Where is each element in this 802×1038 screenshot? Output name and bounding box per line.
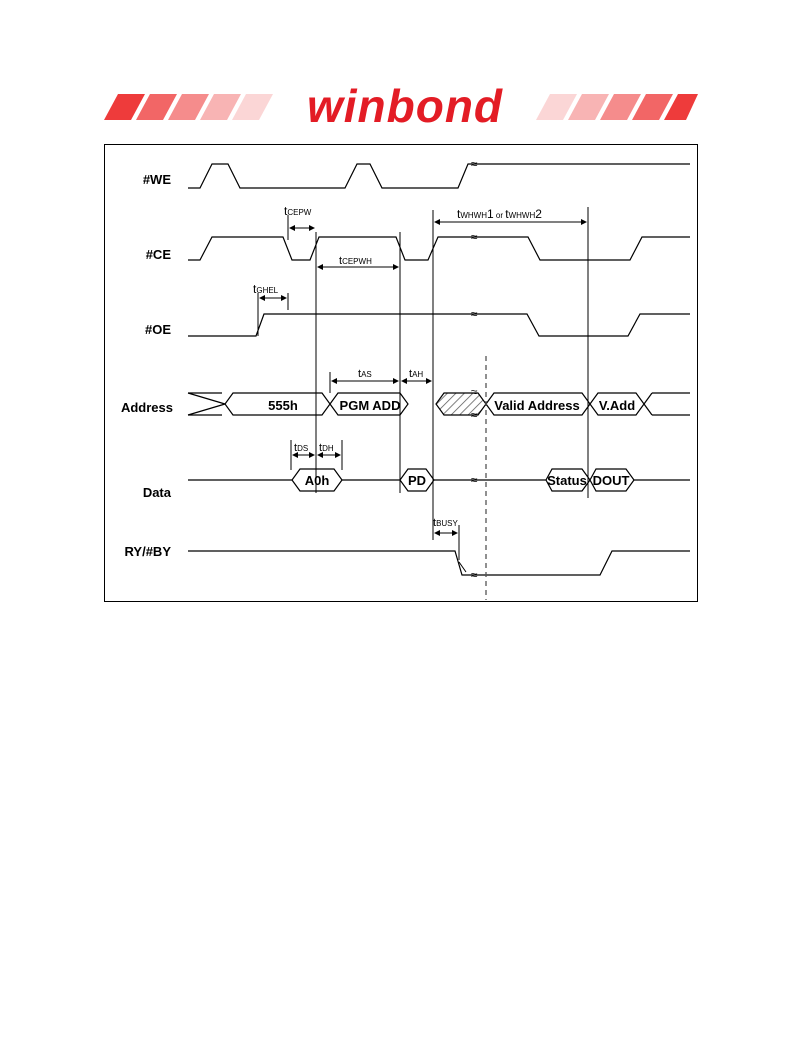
tds-label: tDS — [294, 442, 308, 454]
data-value-status: Status — [547, 473, 587, 488]
address-tail-bottom — [643, 403, 653, 416]
data-cell-status — [545, 468, 591, 492]
tcepw-label: tCEPW — [284, 204, 312, 218]
data-cell-dout — [589, 468, 635, 492]
signal-label-data: Data — [143, 485, 172, 500]
rybusy-tick — [458, 561, 467, 573]
logo-stripe — [568, 94, 609, 120]
tcepwh-label: tCEPWH — [339, 255, 372, 267]
address-value-pgm-add: PGM ADD — [340, 398, 401, 413]
tghel-label: tGHEL — [253, 282, 279, 296]
address-value-555h: 555h — [268, 398, 298, 413]
tas-label: tAS — [358, 368, 372, 380]
tah-label: tAH — [409, 368, 423, 380]
tbusy-label: tBUSY — [433, 517, 459, 529]
data-break-mark: ≈ — [471, 473, 478, 487]
ce-waveform — [188, 236, 690, 261]
address-invalid-hatch — [435, 392, 487, 416]
signal-label-address: Address — [121, 400, 173, 415]
logo-stripe — [168, 94, 209, 120]
we-waveform — [188, 163, 690, 189]
logo-left-stripes — [104, 94, 273, 120]
rybusy-waveform — [188, 550, 690, 576]
twhwh-label: tWHWH1 or tWHWH2 — [457, 207, 542, 221]
address-head-bottom — [187, 403, 226, 416]
oe-waveform — [188, 313, 690, 337]
winbond-logo — [104, 94, 698, 120]
we-break-mark: ≈ — [471, 157, 478, 171]
signal-label-we: #WE — [143, 172, 172, 187]
address-value-vadd: V.Add — [599, 398, 635, 413]
address-break-mark-bottom: ≈ — [471, 408, 478, 422]
logo-right-stripes — [536, 94, 698, 120]
signal-label-rybusy: RY/#BY — [125, 544, 172, 559]
tdh-label: tDH — [319, 442, 334, 454]
data-value-dout: DOUT — [593, 473, 630, 488]
logo-stripe — [200, 94, 241, 120]
oe-break-mark: ≈ — [471, 307, 478, 321]
address-break-mark-top: ≈ — [471, 385, 478, 399]
address-cell-4 — [589, 392, 645, 416]
logo-stripe — [664, 94, 698, 120]
data-value-pd: PD — [408, 473, 426, 488]
logo-stripe — [136, 94, 177, 120]
logo-stripe — [104, 94, 145, 120]
logo-stripe — [632, 94, 673, 120]
logo-stripe — [600, 94, 641, 120]
ce-break-mark: ≈ — [471, 230, 478, 244]
brand-name: winbond — [306, 80, 504, 132]
rybusy-break-mark: ≈ — [471, 568, 478, 582]
address-head-top — [187, 392, 226, 405]
logo-stripe — [536, 94, 577, 120]
logo-stripe — [232, 94, 273, 120]
address-tail-top — [643, 392, 653, 405]
data-value-a0h: A0h — [305, 473, 330, 488]
data-cell-a0h — [291, 468, 343, 492]
timing-diagram-frame — [104, 144, 698, 602]
address-value-valid: Valid Address — [494, 398, 580, 413]
signal-label-oe: #OE — [145, 322, 171, 337]
signal-label-ce: #CE — [146, 247, 172, 262]
